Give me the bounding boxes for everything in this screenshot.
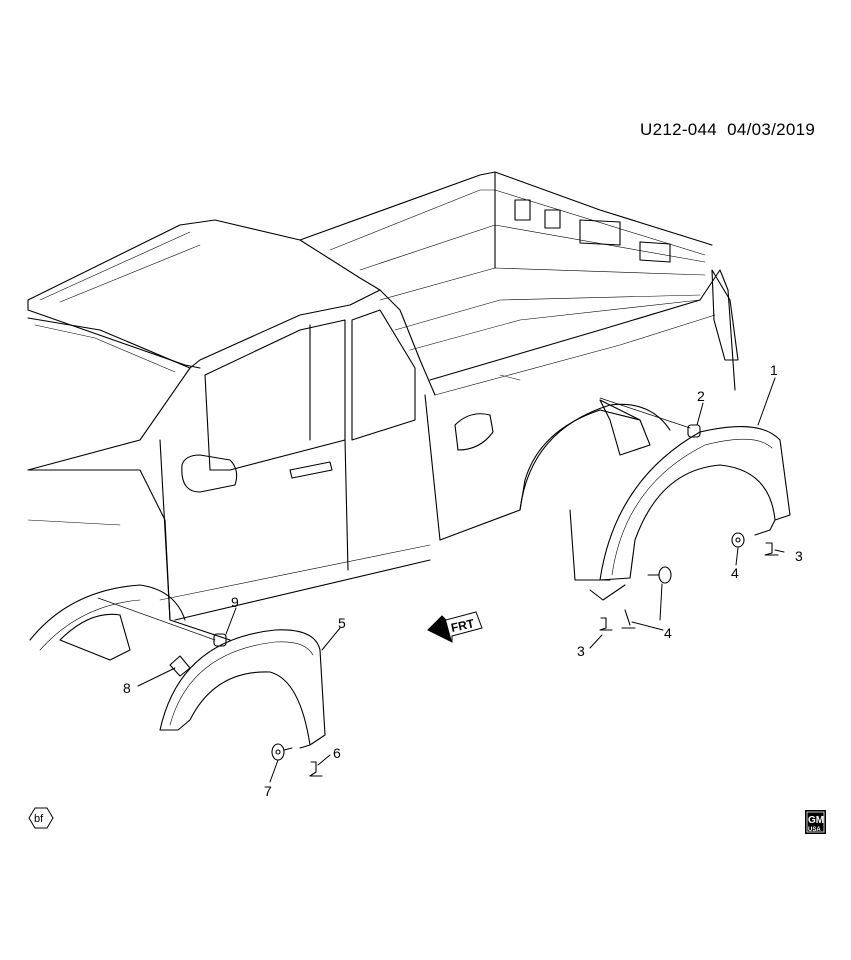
callout-8: 8 <box>123 680 131 696</box>
bf-badge-text: bf <box>34 813 44 825</box>
clip-6 <box>309 761 323 777</box>
callout-4-rear: 4 <box>731 565 739 581</box>
front-wheel-flare <box>159 629 326 749</box>
leader-lines <box>97 377 785 783</box>
illustration-date: 04/03/2019 <box>727 120 816 139</box>
callout-1: 1 <box>770 362 778 378</box>
gm-logo: GM USA <box>805 810 826 834</box>
front-direction-arrow: FRT <box>427 611 483 643</box>
frt-label: FRT <box>450 616 476 635</box>
washer-screw-4-front <box>647 566 672 584</box>
callout-5: 5 <box>338 615 346 631</box>
callout-3-rear: 3 <box>795 548 803 564</box>
bf-badge: bf <box>28 807 54 829</box>
callout-numbers: 1 2 3 4 4 3 5 9 8 7 6 <box>123 362 803 799</box>
gm-logo-top: GM <box>808 815 824 826</box>
callout-9: 9 <box>231 594 239 610</box>
washer-screw-7 <box>271 743 293 761</box>
callout-3-front: 3 <box>577 643 585 659</box>
diagram-header: U212-044 04/03/2019 <box>640 120 815 140</box>
push-pin-4-lower <box>621 609 636 629</box>
retainer-2 <box>687 424 701 438</box>
clip-3-rear <box>764 542 779 556</box>
illustration-id: U212-044 <box>640 120 718 139</box>
rear-wheel-flare <box>589 426 791 601</box>
callout-7: 7 <box>264 783 272 799</box>
callout-6: 6 <box>333 745 341 761</box>
truck-body <box>27 171 739 661</box>
gm-logo-bottom: USA <box>808 827 821 833</box>
callout-4-front: 4 <box>664 625 672 641</box>
callout-2: 2 <box>697 388 705 404</box>
clip-3-front <box>599 617 613 631</box>
pad-8 <box>169 655 191 677</box>
washer-screw-4-rear <box>731 532 745 548</box>
